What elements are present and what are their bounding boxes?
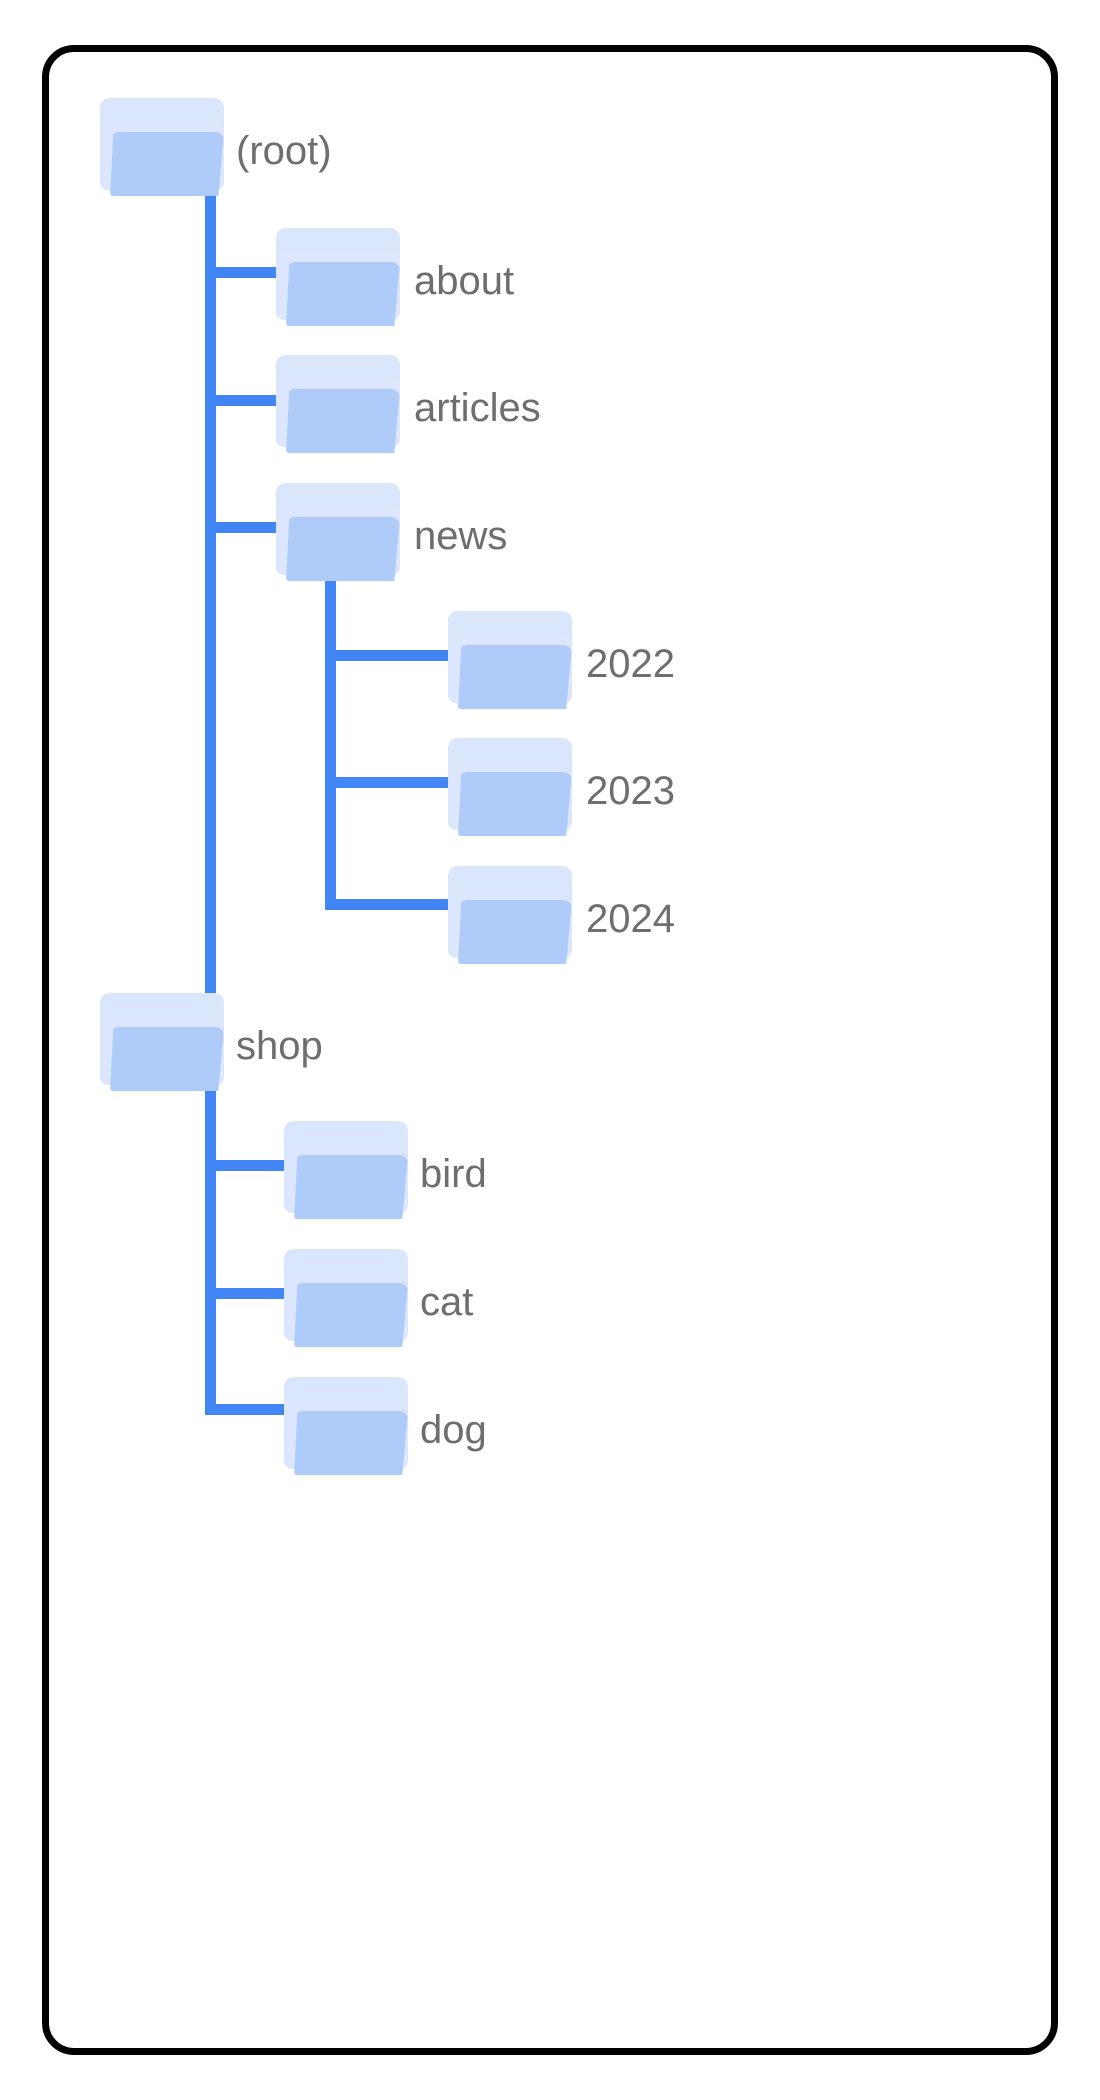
connector-hline-articles <box>205 395 300 406</box>
connector-hline-bird <box>205 1160 300 1171</box>
diagram-frame-border <box>42 45 1058 2055</box>
folder-front-panel <box>294 1411 408 1475</box>
connector-hline-about <box>205 267 300 278</box>
folder-front-panel <box>286 389 400 453</box>
folder-front-panel <box>286 517 400 581</box>
tree-node-label: cat <box>420 1280 474 1324</box>
folder-icon <box>276 228 400 326</box>
connector-hline-dog <box>205 1404 300 1415</box>
folder-icon <box>284 1121 408 1219</box>
tree-node-label: bird <box>420 1152 487 1196</box>
tree-node-label: about <box>414 259 515 303</box>
folder-icon <box>448 738 572 836</box>
folder-icon <box>448 611 572 709</box>
folder-front-panel <box>458 772 572 836</box>
connector-vline-news <box>325 556 336 910</box>
tree-node-label: dog <box>420 1408 487 1452</box>
connector-hline-2024 <box>325 899 471 910</box>
folder-icon <box>100 98 224 196</box>
folder-icon <box>284 1377 408 1475</box>
folder-icon <box>100 993 224 1091</box>
connector-hline-news <box>205 522 300 533</box>
tree-node-label: articles <box>414 386 541 430</box>
folder-front-panel <box>110 1027 224 1091</box>
tree-node-label: 2024 <box>586 897 675 941</box>
folder-icon <box>276 355 400 453</box>
folder-icon <box>448 866 572 964</box>
connector-hline-cat <box>205 1288 300 1299</box>
folder-icon <box>284 1249 408 1347</box>
folder-front-panel <box>458 900 572 964</box>
folder-front-panel <box>294 1155 408 1219</box>
folder-icon <box>276 483 400 581</box>
folder-front-panel <box>458 645 572 709</box>
folder-front-panel <box>294 1283 408 1347</box>
tree-node-label: shop <box>236 1024 323 1068</box>
connector-vline-root <box>205 178 216 1058</box>
tree-node-label: (root) <box>236 129 332 173</box>
tree-node-label: 2022 <box>586 642 675 686</box>
connector-hline-2022 <box>325 650 471 661</box>
connector-vline-shop <box>205 1060 216 1415</box>
folder-front-panel <box>286 262 400 326</box>
folder-front-panel <box>110 132 224 196</box>
tree-node-label: 2023 <box>586 769 675 813</box>
connector-hline-2023 <box>325 777 471 788</box>
tree-node-label: news <box>414 514 508 558</box>
